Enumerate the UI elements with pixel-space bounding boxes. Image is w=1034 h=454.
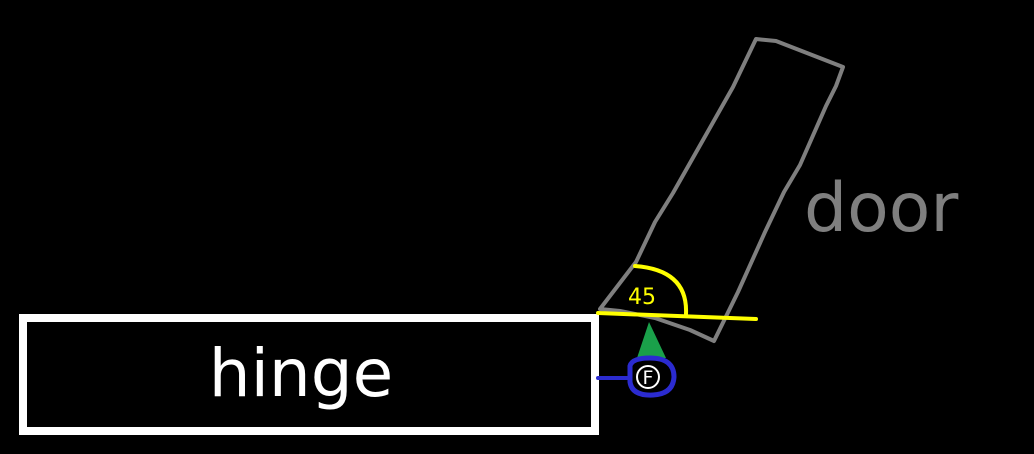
angle-baseline — [596, 311, 758, 321]
hinge-label: hinge — [209, 335, 394, 412]
force-marker: F — [596, 355, 677, 398]
angle-arc — [633, 264, 689, 316]
angle-marker: 45 — [596, 264, 758, 321]
support-triangle — [637, 322, 666, 358]
door-shape: door — [598, 37, 958, 343]
force-label: F — [643, 367, 654, 389]
hinge-outline — [19, 314, 599, 435]
door-label: door — [804, 169, 958, 248]
door-outline — [598, 37, 845, 343]
angle-label: 45 — [628, 285, 656, 310]
hinge-block: hinge — [19, 314, 599, 435]
force-badge — [636, 365, 660, 389]
